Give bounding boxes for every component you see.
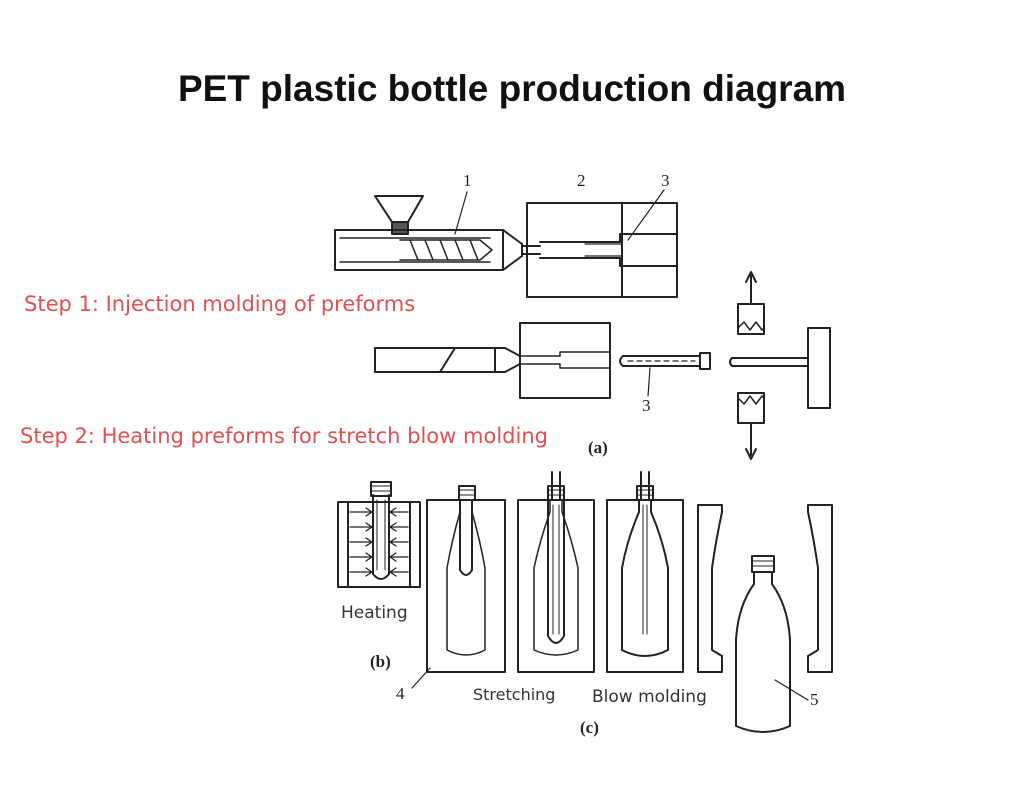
panel-label-b: (b) — [370, 652, 391, 671]
blow-mold-1 — [411, 485, 506, 689]
blow-molding-label: Blow molding — [592, 687, 707, 707]
injection-mold — [526, 202, 678, 298]
part-number-screw: 1 — [463, 171, 472, 190]
part-number-blow-mold: 4 — [396, 684, 405, 703]
stretching-label: Stretching — [473, 685, 556, 704]
screw-icon — [399, 239, 493, 261]
part-number-preform-ejected: 3 — [642, 396, 651, 415]
part-number-bottle: 5 — [810, 690, 819, 709]
barrel — [334, 229, 504, 271]
heating-label: Heating — [341, 603, 408, 623]
mold-opening — [374, 322, 611, 399]
step-1-label: Step 1: Injection molding of preforms — [24, 292, 416, 316]
heating-station — [337, 481, 421, 588]
barrel-inner — [339, 237, 491, 263]
part-number-mold: 2 — [577, 171, 586, 190]
preform-cavity — [539, 233, 678, 267]
ejected-preform-icon — [619, 352, 711, 397]
hopper-throat — [391, 221, 409, 235]
page-title: PET plastic bottle production diagram — [177, 68, 847, 109]
panel-label-a: (a) — [588, 438, 608, 457]
heater-arrows — [349, 507, 409, 577]
clamp-tool — [729, 271, 831, 460]
blow-mold-2 — [517, 471, 595, 673]
part-number-preform: 3 — [661, 171, 670, 190]
panel-label-c: (c) — [580, 718, 599, 737]
opened-mold — [697, 504, 833, 673]
hopper-icon — [374, 195, 424, 223]
nozzle — [502, 229, 523, 271]
heated-preform-icon — [372, 494, 390, 580]
step-2-label: Step 2: Heating preforms for stretch blo… — [20, 424, 548, 448]
injection-machine — [334, 189, 678, 298]
blow-mold-3 — [606, 471, 684, 673]
finished-bottle-icon — [735, 555, 809, 733]
